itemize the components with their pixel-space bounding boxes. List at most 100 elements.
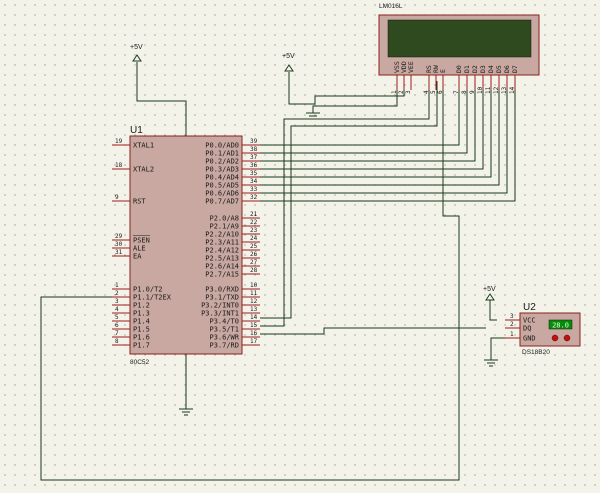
mcu-pin-number: 4: [115, 306, 119, 313]
lcd-module[interactable]: LM016L VSS1VDD2VEE3RS4RW5E6D07D18D29D310…: [378, 3, 540, 94]
mcu-pin-number: 12: [250, 298, 258, 305]
mcu-pin-number: 9: [115, 194, 119, 201]
mcu-pin-name: P1.6: [133, 334, 150, 342]
wire-lcd-rs: [260, 81, 438, 319]
mcu-pin-number: 27: [250, 259, 258, 266]
mcu-pin-number: 7: [115, 330, 119, 337]
mcu-pin-name: XTAL2: [133, 166, 154, 174]
ground-symbol-lcd: [306, 112, 320, 120]
mcu-pin-number: 3: [115, 298, 119, 305]
lcd-pin-number: 5: [430, 90, 437, 94]
mcu-pin-number: 6: [115, 322, 119, 329]
mcu-pin-number: 37: [250, 154, 258, 161]
sensor-up-button[interactable]: [563, 334, 571, 342]
mcu-pin-name: P0.2/AD2: [205, 158, 239, 166]
mcu-body: [129, 135, 243, 355]
wire-vcc-lcd: [288, 72, 405, 105]
mcu-pin-number: 19: [115, 138, 123, 145]
mcu-pin-number: 8: [115, 338, 119, 345]
mcu-pin-number: 11: [250, 290, 258, 297]
sensor-pin-name: GND: [523, 335, 536, 343]
lcd-pin-number: 14: [509, 86, 516, 94]
mcu-pin-name: P3.5/T1: [209, 326, 239, 334]
ground-symbol-u1: [179, 408, 193, 416]
mcu-pin-name: P1.0/T2: [133, 286, 163, 294]
mcu-pin-name: PSEN: [133, 237, 150, 245]
lcd-pin-number: 2: [398, 90, 405, 94]
lcd-pin-name: D1: [463, 65, 471, 73]
mcu-pin-number: 16: [250, 330, 258, 337]
power-label: +5V: [282, 53, 295, 60]
mcu-part-label: 80C52: [130, 359, 150, 366]
lcd-pin-name: VSS: [393, 61, 401, 73]
lcd-pins: VSS1VDD2VEE3RS4RW5E6D07D18D29D310D411D51…: [391, 61, 519, 94]
mcu-pin-number: 1: [115, 282, 119, 289]
mcu-pin-name: P0.6/AD6: [205, 190, 239, 198]
power-symbol-left: +5V: [130, 44, 143, 62]
mcu-pin-name: P1.7: [133, 342, 150, 350]
lcd-pin-number: 3: [405, 90, 412, 94]
mcu-pin-name: P3.1/TXD: [205, 294, 239, 302]
mcu-pin-number: 22: [250, 219, 258, 226]
mcu-pin-name: P0.3/AD3: [205, 166, 239, 174]
mcu-pin-number: 28: [250, 267, 258, 274]
lcd-pin-number: 1: [391, 90, 398, 94]
wire-d7: [260, 81, 516, 202]
sensor-body: [519, 312, 581, 347]
mcu-pin-name: P1.1/T2EX: [133, 294, 172, 302]
mcu-pin-number: 18: [115, 162, 123, 169]
lcd-ref-label: LM016L: [379, 3, 403, 10]
lcd-pin-number: 13: [501, 86, 508, 94]
mcu-pin-name: P1.4: [133, 318, 150, 326]
sensor-pin-name: VCC: [523, 317, 536, 325]
mcu-pin-name: RST: [133, 198, 146, 206]
lcd-pin-name: D0: [455, 65, 463, 73]
mcu-pin-name: P2.2/A10: [205, 231, 239, 239]
mcu-pin-number: 13: [250, 306, 258, 313]
mcu-pin-name: P0.1/AD1: [205, 150, 239, 158]
lcd-pin-number: 12: [493, 86, 500, 94]
sensor-down-button[interactable]: [551, 334, 559, 342]
lcd-pin-name: D7: [511, 65, 519, 73]
mcu-pin-number: 39: [250, 138, 258, 145]
sensor-pin-name: DQ: [523, 325, 531, 333]
lcd-pin-number: 7: [453, 90, 460, 94]
mcu-pin-number: 33: [250, 186, 258, 193]
lcd-pin-number: 8: [461, 90, 468, 94]
mcu-pin-name: P1.5: [133, 326, 150, 334]
wire-d0: [260, 81, 460, 146]
mcu-pin-number: 5: [115, 314, 119, 321]
mcu-pin-number: 26: [250, 251, 258, 258]
lcd-pin-name: E: [439, 69, 447, 73]
mcu-pin-number: 2: [115, 290, 119, 297]
mcu-pin-name: P3.2/INT0: [201, 302, 239, 310]
sensor-ref-label: U2: [523, 302, 536, 313]
lcd-pin-number: 6: [437, 90, 444, 94]
wire-d2: [260, 81, 476, 162]
mcu-pin-number: 17: [250, 338, 258, 345]
sensor-part-label: DS18B20: [522, 349, 550, 356]
lcd-pin-number: 9: [469, 90, 476, 94]
mcu-pin-name: P1.3: [133, 310, 150, 318]
lcd-pin-name: RS: [425, 65, 433, 73]
mcu-pin-name: P2.6/A14: [205, 263, 239, 271]
mcu-pin-name: P0.4/AD4: [205, 174, 239, 182]
mcu-pin-name: P1.2: [133, 302, 150, 310]
mcu-pin-name: P2.3/A11: [205, 239, 239, 247]
mcu-pin-number: 25: [250, 243, 258, 250]
lcd-pin-name: D5: [495, 65, 503, 73]
ground-symbol-sensor: [484, 359, 498, 367]
lcd-pin-number: 11: [485, 86, 492, 94]
power-symbol-sensor: +5V: [483, 286, 496, 301]
wire-d6: [260, 81, 508, 194]
wire-lcd-gnd: [312, 81, 398, 113]
mcu-pin-number: 35: [250, 170, 258, 177]
wire-d1: [260, 81, 468, 154]
mcu-pin-name: P3.4/T0: [209, 318, 239, 326]
